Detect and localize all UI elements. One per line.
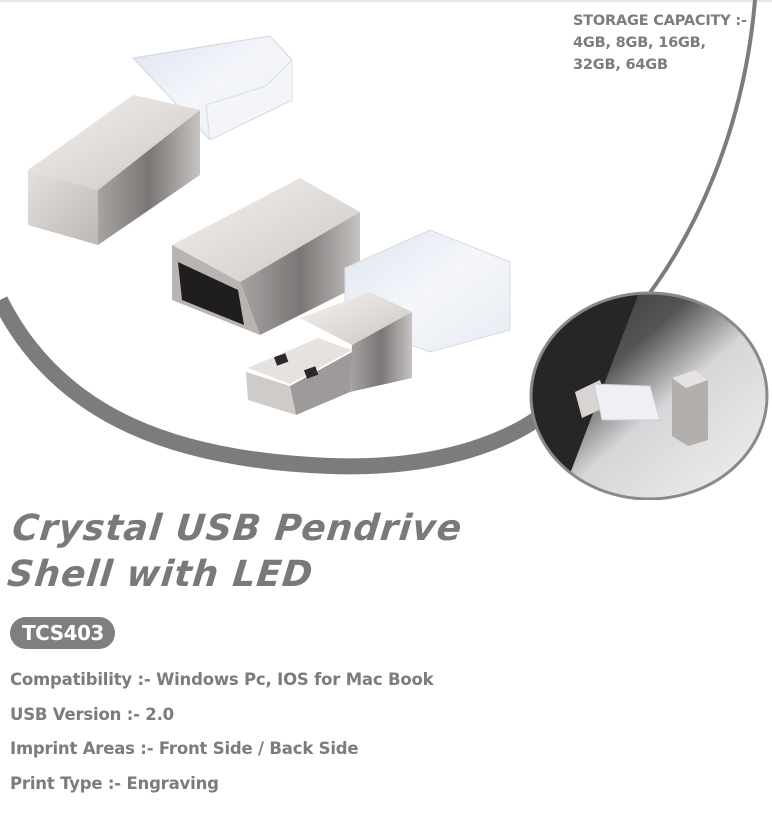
spec-imprint-areas: Imprint Areas :- Front Side / Back Side	[10, 739, 359, 758]
inset-photo	[531, 293, 767, 499]
product-illustration	[0, 0, 769, 500]
pendrive-assembled	[28, 35, 293, 245]
spec-list: Compatibility :- Windows Pc, IOS for Mac…	[10, 663, 434, 801]
storage-heading: STORAGE CAPACITY :-	[573, 13, 747, 29]
pendrive-crystal-body	[246, 229, 511, 415]
spec-print-type: Print Type :- Engraving	[10, 773, 219, 793]
storage-capacity: STORAGE CAPACITY :- 4GB, 8GB, 16GB, 32GB…	[573, 10, 763, 76]
pendrive-cap	[172, 178, 360, 335]
storage-line-2: 32GB, 64GB	[573, 57, 668, 73]
top-divider	[0, 0, 772, 2]
spec-compatibility: Compatibility :- Windows Pc, IOS for Mac…	[10, 670, 434, 689]
product-code-badge: TCS403	[10, 617, 115, 649]
product-title: Crystal USB Pendrive Shell with LED	[5, 506, 464, 598]
product-title-line-2: Shell with LED	[5, 554, 316, 595]
product-title-line-1: Crystal USB Pendrive	[10, 508, 465, 549]
spec-usb-version: USB Version :- 2.0	[10, 704, 174, 724]
storage-line-1: 4GB, 8GB, 16GB,	[573, 35, 706, 51]
